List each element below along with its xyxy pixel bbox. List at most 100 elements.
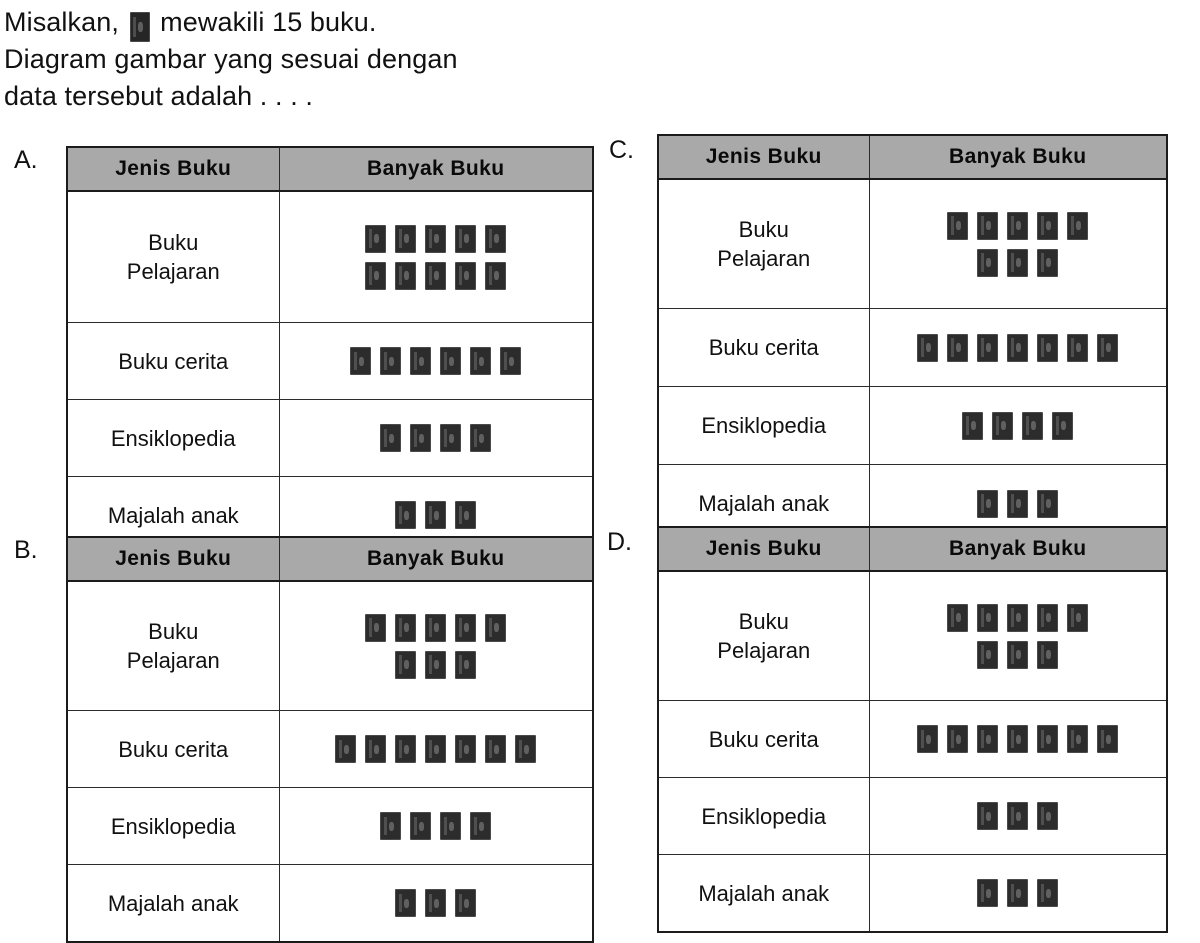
icon-row	[878, 489, 1159, 518]
icon-group	[878, 603, 1159, 669]
column-header-banyak-buku: Banyak Buku	[278, 146, 594, 192]
book-icon	[455, 261, 477, 290]
row-icons-ensiklopedia	[868, 777, 1168, 855]
book-icon	[380, 812, 402, 840]
book-icon	[962, 411, 984, 440]
book-icon	[1037, 333, 1059, 362]
answer-option-b[interactable]: B. Jenis Buku Banyak Buku Buku Pelajaran	[14, 536, 594, 943]
column-header-jenis-buku: Jenis Buku	[657, 526, 870, 572]
icon-row	[288, 812, 585, 840]
icon-row	[288, 347, 585, 375]
row-icons-ensiklopedia	[278, 399, 594, 477]
row-label-majalah-anak: Majalah anak	[66, 864, 280, 943]
icon-row	[977, 248, 1059, 277]
table-row: Buku cerita	[657, 700, 1168, 778]
book-icon	[1007, 802, 1029, 830]
book-icon	[977, 248, 999, 277]
row-icons-buku-cerita	[868, 308, 1168, 387]
icon-group	[288, 224, 585, 290]
row-label-line: Buku	[738, 609, 789, 634]
book-icon	[455, 650, 477, 679]
table-row: Majalah anak	[66, 864, 594, 943]
book-icon	[455, 735, 477, 763]
book-icon	[1037, 248, 1059, 277]
question-line-1-before: Misalkan,	[4, 7, 119, 37]
question-stem: Misalkan, mewakili 15 buku. Diagram gamb…	[4, 4, 644, 115]
book-icon	[470, 424, 492, 452]
row-label-ensiklopedia: Ensiklopedia	[657, 386, 870, 465]
book-icon	[947, 603, 969, 632]
book-icon	[440, 812, 462, 840]
table-header-row: Jenis Buku Banyak Buku	[66, 536, 594, 582]
question-line-1-after: mewakili 15 buku.	[160, 7, 377, 37]
book-icon	[395, 889, 417, 917]
book-icon	[1007, 333, 1029, 362]
book-icon	[1022, 411, 1044, 440]
book-icon	[365, 261, 387, 290]
table-row: Buku cerita	[66, 710, 594, 788]
row-icons-buku-cerita	[278, 710, 594, 788]
icon-row	[395, 650, 477, 679]
book-icon	[977, 725, 999, 753]
column-header-banyak-buku: Banyak Buku	[868, 134, 1168, 180]
book-icon	[410, 812, 432, 840]
row-label-buku-pelajaran: Buku Pelajaran	[66, 580, 280, 711]
pictogram-table-c: Jenis Buku Banyak Buku Buku Pelajaran	[657, 134, 1168, 544]
answer-option-a[interactable]: A. Jenis Buku Banyak Buku Buku Pelajaran	[14, 146, 594, 555]
book-icon	[1007, 489, 1029, 518]
book-icon	[440, 347, 462, 375]
table-row: Ensiklopedia	[66, 399, 594, 477]
book-icon	[947, 333, 969, 362]
row-icons-ensiklopedia	[278, 787, 594, 865]
book-icon	[977, 489, 999, 518]
row-label-ensiklopedia: Ensiklopedia	[66, 399, 280, 477]
column-header-jenis-buku: Jenis Buku	[66, 146, 280, 192]
icon-row	[947, 603, 1089, 632]
book-icon	[395, 735, 417, 763]
answer-option-d[interactable]: D. Jenis Buku Banyak Buku Buku Pelajaran	[607, 526, 1168, 933]
table-row: Buku Pelajaran	[657, 178, 1168, 309]
option-letter-a: A.	[14, 146, 38, 174]
answer-option-c[interactable]: C. Jenis Buku Banyak Buku Buku Pelajaran	[609, 134, 1168, 544]
table-row: Buku Pelajaran	[66, 580, 594, 711]
row-label-line: Buku	[148, 230, 199, 255]
pictogram-table-b: Jenis Buku Banyak Buku Buku Pelajaran	[66, 536, 594, 943]
book-icon	[515, 735, 537, 763]
book-icon	[1067, 211, 1089, 240]
book-icon	[425, 501, 447, 529]
row-label-line: Pelajaran	[717, 246, 811, 271]
icon-row	[288, 889, 585, 917]
option-letter-c: C.	[609, 136, 634, 164]
book-icon	[470, 812, 492, 840]
icon-row	[878, 802, 1159, 830]
book-icon	[1037, 640, 1059, 669]
book-icon	[425, 261, 447, 290]
option-letter-d: D.	[607, 528, 632, 556]
column-header-banyak-buku: Banyak Buku	[278, 536, 594, 582]
table-row: Buku cerita	[657, 308, 1168, 387]
row-label-majalah-anak: Majalah anak	[657, 854, 870, 933]
book-icon	[1037, 211, 1059, 240]
book-icon	[425, 613, 447, 642]
book-icon	[977, 333, 999, 362]
book-icon	[455, 501, 477, 529]
book-icon	[977, 640, 999, 669]
book-icon	[1037, 725, 1059, 753]
table-row: Ensiklopedia	[657, 386, 1168, 465]
row-label-buku-pelajaran: Buku Pelajaran	[66, 190, 280, 323]
icon-row	[288, 501, 585, 529]
row-icons-buku-cerita	[278, 322, 594, 400]
book-icon	[485, 261, 507, 290]
pictogram-table-d: Jenis Buku Banyak Buku Buku Pelajaran	[657, 526, 1168, 933]
row-label-buku-cerita: Buku cerita	[657, 308, 870, 387]
book-icon	[1007, 879, 1029, 907]
book-icon	[470, 347, 492, 375]
row-label-line: Buku	[738, 217, 789, 242]
row-label-buku-cerita: Buku cerita	[66, 710, 280, 788]
row-icons-buku-pelajaran	[278, 580, 594, 711]
book-icon	[395, 501, 417, 529]
table-header-row: Jenis Buku Banyak Buku	[66, 146, 594, 192]
book-icon	[947, 211, 969, 240]
book-icon	[455, 889, 477, 917]
book-icon	[365, 224, 387, 253]
